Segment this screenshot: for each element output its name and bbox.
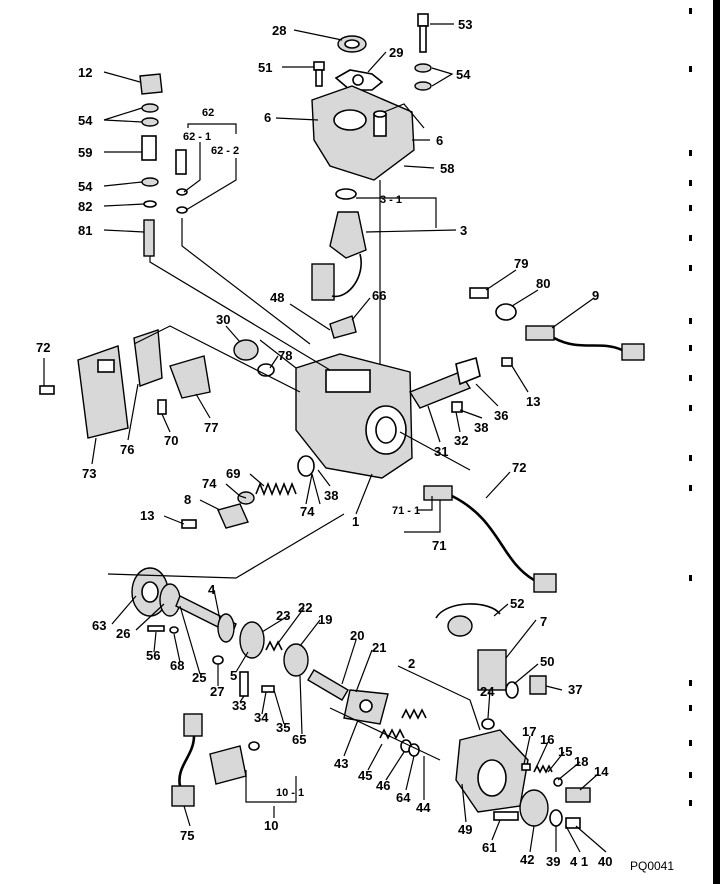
callout-50: 50 — [540, 654, 554, 669]
callout-78: 78 — [278, 348, 292, 363]
callout-6: 6 — [436, 133, 443, 148]
callout-3: 3 — [460, 223, 467, 238]
callout-33: 33 — [232, 698, 246, 713]
callout-65: 65 — [292, 732, 306, 747]
callout-7: 7 — [540, 614, 547, 629]
callout-1: 1 — [352, 514, 359, 529]
callout-71-1: 71 - 1 — [392, 505, 420, 517]
callout-52: 52 — [510, 596, 524, 611]
page-edge-marks — [689, 0, 720, 884]
callout-76: 76 — [120, 442, 134, 457]
callout-14: 14 — [594, 764, 609, 779]
callout-45: 45 — [358, 768, 372, 783]
callout-23: 23 — [276, 608, 290, 623]
callout-24: 24 — [480, 684, 495, 699]
callout-53: 53 — [458, 17, 472, 32]
callout-36: 36 — [494, 408, 508, 423]
callout-12: 12 — [78, 65, 92, 80]
callout-77: 77 — [204, 420, 218, 435]
callout-25: 25 — [192, 670, 206, 685]
callout-66: 66 — [372, 288, 386, 303]
callout-10-1: 10 - 1 — [276, 787, 304, 799]
callout-15: 15 — [558, 744, 572, 759]
callout-38: 38 — [324, 488, 338, 503]
callout-70: 70 — [164, 433, 178, 448]
callout-29: 29 — [389, 45, 403, 60]
callout-22: 22 — [298, 600, 312, 615]
callout-20: 20 — [350, 628, 364, 643]
callout-79: 79 — [514, 256, 528, 271]
callout-17: 17 — [522, 724, 536, 739]
callout-31: 31 — [434, 444, 448, 459]
callout-8: 8 — [184, 492, 191, 507]
callout-10: 10 — [264, 818, 278, 833]
callout-32: 32 — [454, 433, 468, 448]
callout-63: 63 — [92, 618, 106, 633]
callout-54: 54 — [456, 67, 471, 82]
callout-26: 26 — [116, 626, 130, 641]
callout-39: 39 — [546, 854, 560, 869]
callout-43: 43 — [334, 756, 348, 771]
callout-62-1: 62 - 1 — [183, 131, 211, 143]
callout-44: 44 — [416, 800, 431, 815]
callout-19: 19 — [318, 612, 332, 627]
callout-41: 4 1 — [570, 854, 588, 869]
callout-62-2: 62 - 2 — [211, 145, 239, 157]
callout-16: 16 — [540, 732, 554, 747]
callout-62: 62 — [202, 107, 214, 119]
callout-61: 61 — [482, 840, 496, 855]
callout-64: 64 — [396, 790, 411, 805]
callout-40: 40 — [598, 854, 612, 869]
callout-9: 9 — [592, 288, 599, 303]
callout-42: 42 — [520, 852, 534, 867]
callout-46: 46 — [376, 778, 390, 793]
callout-35: 35 — [276, 720, 290, 735]
callout-13: 13 — [140, 508, 154, 523]
parts-artwork — [39, 13, 645, 829]
callout-58: 58 — [440, 161, 454, 176]
callout-34: 34 — [254, 710, 269, 725]
callout-3-1: 3 - 1 — [380, 194, 402, 206]
callout-71: 71 — [432, 538, 446, 553]
callout-68: 68 — [170, 658, 184, 673]
callout-81: 81 — [78, 223, 92, 238]
callout-48: 48 — [270, 290, 284, 305]
callout-28: 28 — [272, 23, 286, 38]
diagram-code: PQ0041 — [630, 859, 674, 873]
leader-lines — [43, 23, 607, 853]
callout-59: 59 — [78, 145, 92, 160]
callout-72: 72 — [36, 340, 50, 355]
callout-5: 5 — [230, 668, 237, 683]
callout-75: 75 — [180, 828, 194, 843]
callout-13: 13 — [526, 394, 540, 409]
callout-2: 2 — [408, 656, 415, 671]
callout-37: 37 — [568, 682, 582, 697]
callout-27: 27 — [210, 684, 224, 699]
callout-51: 51 — [258, 60, 272, 75]
callout-21: 21 — [372, 640, 386, 655]
callout-74: 74 — [202, 476, 217, 491]
callout-82: 82 — [78, 199, 92, 214]
callout-74: 74 — [300, 504, 315, 519]
callout-80: 80 — [536, 276, 550, 291]
callout-56: 56 — [146, 648, 160, 663]
callout-4: 4 — [208, 582, 216, 597]
callout-73: 73 — [82, 466, 96, 481]
callout-38: 38 — [474, 420, 488, 435]
callout-49: 49 — [458, 822, 472, 837]
callout-6: 6 — [264, 110, 271, 125]
callout-54: 54 — [78, 113, 93, 128]
callout-labels: 28 29 53 12 51 54 54 62 62 - 1 62 - 2 6 … — [36, 17, 612, 869]
callout-30: 30 — [216, 312, 230, 327]
callout-54: 54 — [78, 179, 93, 194]
callout-72: 72 — [512, 460, 526, 475]
callout-18: 18 — [574, 754, 588, 769]
callout-69: 69 — [226, 466, 240, 481]
